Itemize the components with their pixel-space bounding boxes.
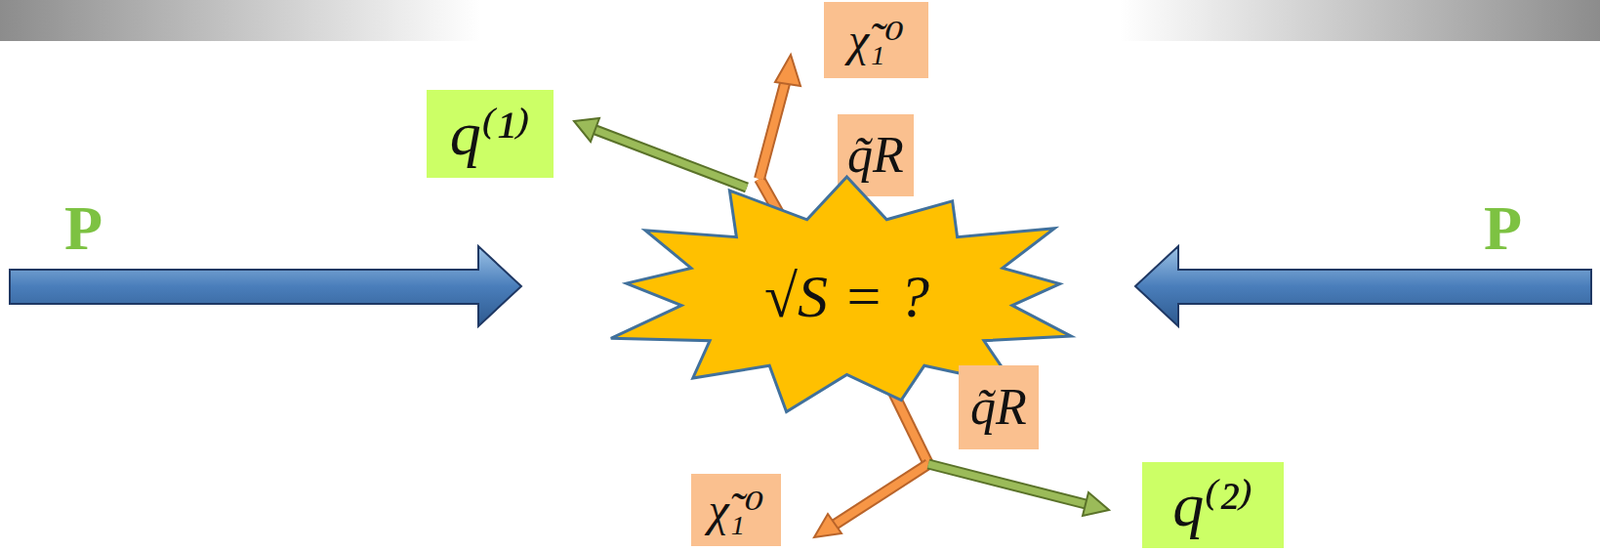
proton-beam-arrow <box>1135 246 1592 327</box>
particle-symbol: χ̃₁⁰ <box>848 14 904 67</box>
particle-box: χ̃₁⁰ <box>823 1 929 79</box>
particle-symbol: q̃R <box>847 126 904 183</box>
particle-symbol: √S = ? <box>764 262 930 329</box>
particle-box: χ̃₁⁰ <box>691 473 781 546</box>
particle-box: q̃R <box>958 365 1039 450</box>
quark-box: q⁽²⁾ <box>1142 461 1284 548</box>
particle-symbol: χ̃₁⁰ <box>707 484 764 536</box>
title-band <box>0 0 1600 42</box>
decay-lines <box>574 54 1109 537</box>
particle-symbol: q̃R <box>970 378 1027 435</box>
particle-symbol: q⁽¹⁾ <box>450 99 532 168</box>
quark-box: q⁽¹⁾ <box>426 89 554 178</box>
particle-symbol: q⁽²⁾ <box>1172 470 1254 539</box>
proton-label: P <box>64 197 103 260</box>
proton-label: P <box>1483 197 1522 260</box>
